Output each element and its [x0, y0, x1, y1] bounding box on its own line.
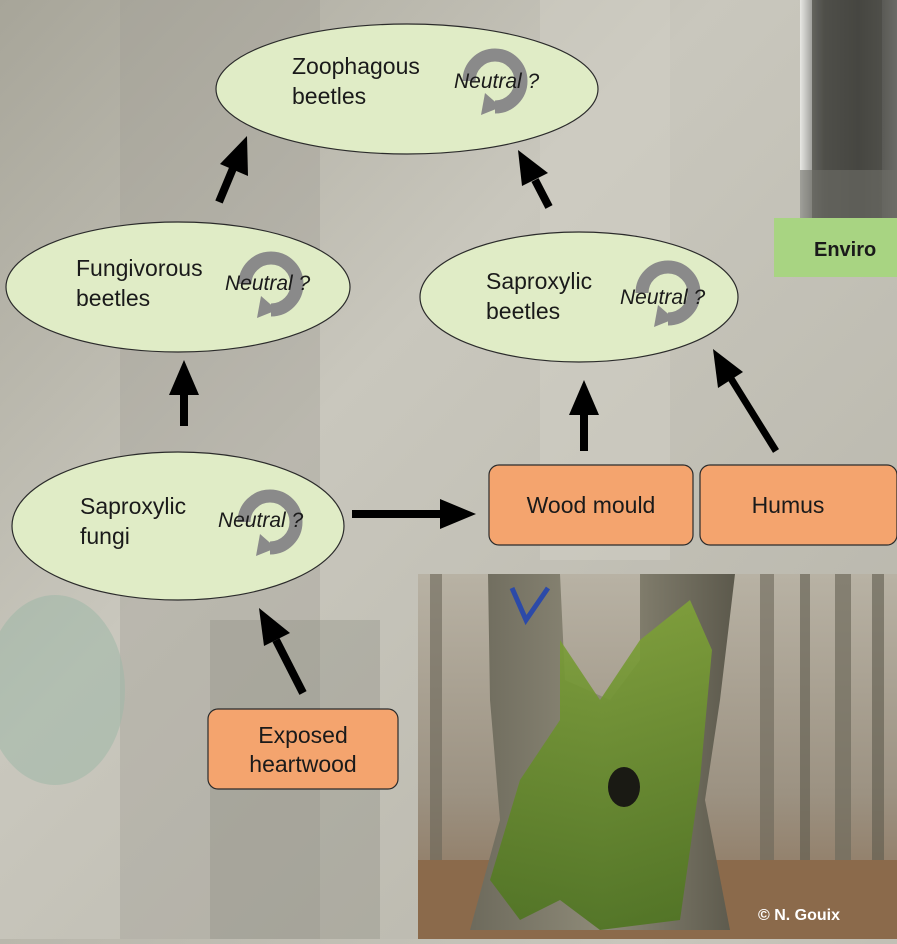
- humus-box: Humus: [699, 464, 897, 546]
- arrow-fungi-to-fungivorous: [169, 360, 199, 426]
- environment-caption: Enviro: [774, 218, 897, 277]
- cycle-icon: [635, 260, 701, 327]
- arrows: [169, 136, 779, 695]
- arrow-wood-mould-to-saproxylic-beetles: [569, 380, 599, 451]
- fungivorous-neutral: Neutral ?: [225, 272, 311, 295]
- top-right-photo: [800, 0, 897, 218]
- cycle-icon: [462, 48, 528, 115]
- humus-label: Humus: [752, 492, 825, 518]
- fungivorous-line2: beetles: [76, 285, 150, 311]
- zoophagous-line1: Zoophagous: [292, 53, 420, 79]
- saproxylic-beetles-neutral: Neutral ?: [620, 286, 706, 309]
- saproxylic-beetles-line2: beetles: [486, 298, 560, 324]
- fungivorous-beetles-node: Fungivorous beetles Neutral ?: [5, 221, 351, 353]
- tree-cavity-photo: © N. Gouix: [418, 574, 897, 939]
- zoophagous-line2: beetles: [292, 83, 366, 109]
- saproxylic-beetles-node: Saproxylic beetles Neutral ?: [419, 231, 739, 363]
- arrow-fungivorous-to-zoophagous: [215, 136, 248, 204]
- saproxylic-beetles-line1: Saproxylic: [486, 268, 592, 294]
- exposed-heartwood-line1: Exposed: [258, 722, 348, 748]
- saproxylic-fungi-line2: fungi: [80, 523, 130, 549]
- zoophagous-neutral: Neutral ?: [454, 70, 540, 93]
- zoophagous-beetles-node: Zoophagous beetles Neutral ?: [215, 23, 599, 155]
- saproxylic-fungi-neutral: Neutral ?: [218, 509, 304, 532]
- arrow-heartwood-to-fungi: [259, 608, 307, 695]
- arrow-saproxylic-beetles-to-zoophagous: [518, 150, 553, 209]
- tree-cavity: [608, 767, 640, 807]
- saproxylic-fungi-node: Saproxylic fungi Neutral ?: [11, 451, 345, 601]
- caption-text: Enviro: [814, 239, 876, 261]
- leaf-shape: [0, 595, 125, 785]
- exposed-heartwood-line2: heartwood: [249, 751, 356, 777]
- wood-mould-label: Wood mould: [527, 492, 656, 518]
- exposed-heartwood-box: Exposed heartwood: [207, 708, 399, 790]
- blue-mark: [509, 586, 551, 626]
- cycle-icon: [238, 251, 304, 318]
- arrow-fungi-to-wood-mould: [352, 499, 476, 529]
- arrow-humus-to-saproxylic-beetles: [713, 349, 779, 453]
- saproxylic-fungi-line1: Saproxylic: [80, 493, 186, 519]
- fungivorous-line1: Fungivorous: [76, 255, 203, 281]
- cycle-icon: [237, 489, 303, 556]
- photo-credit: © N. Gouix: [758, 907, 840, 924]
- wood-mould-box: Wood mould: [488, 464, 694, 546]
